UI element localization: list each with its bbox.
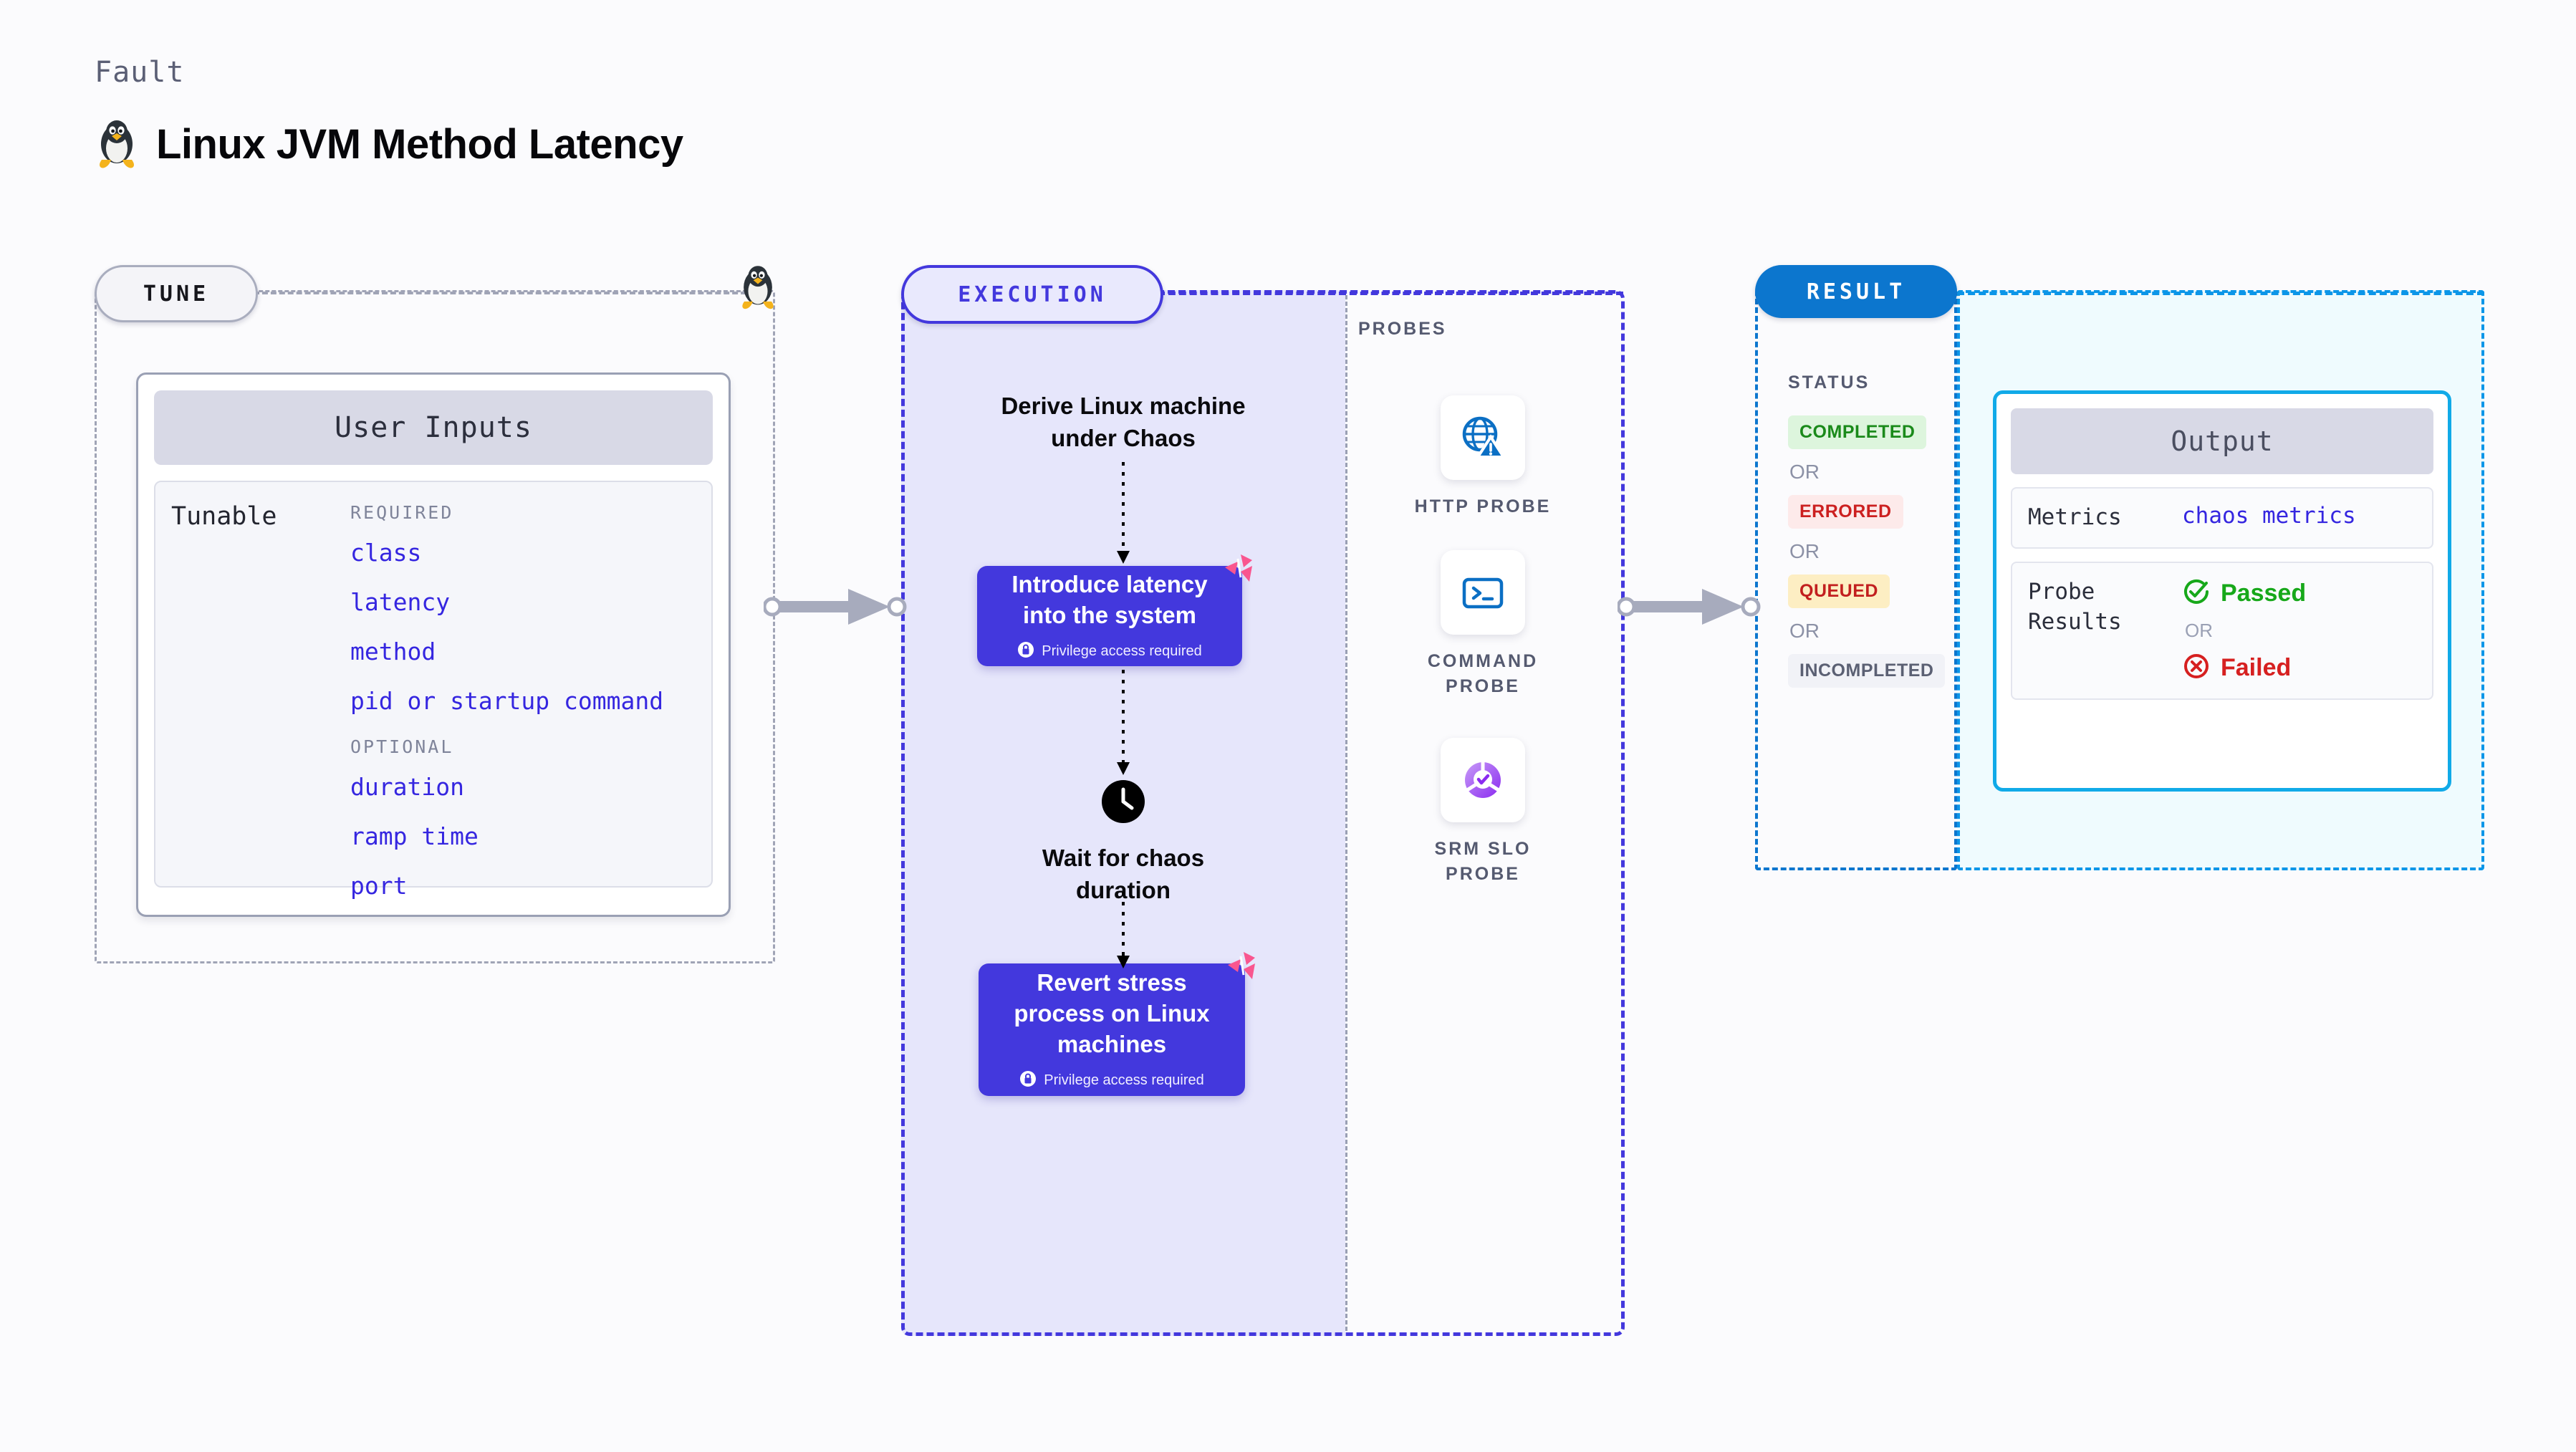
user-inputs-card: User Inputs Tunable REQUIRED class laten…	[136, 372, 731, 917]
tunable-item[interactable]: latency	[350, 588, 451, 616]
connector-execution-to-result	[1616, 582, 1761, 635]
status-badge-errored: ERRORED	[1788, 495, 1903, 529]
tunable-item[interactable]: port	[350, 872, 408, 900]
linux-tux-boundary-icon	[738, 264, 778, 314]
privilege-note: Privilege access required	[1017, 641, 1202, 663]
status-badge-completed: COMPLETED	[1788, 415, 1927, 449]
result-leader-line	[1957, 292, 2484, 295]
status-badge-incompleted: INCOMPLETED	[1788, 654, 1946, 688]
tune-leader-line	[254, 292, 755, 294]
lock-icon	[1017, 641, 1034, 663]
failed-label: Failed	[2221, 653, 2292, 681]
group-title-required: REQUIRED	[350, 502, 454, 523]
connector-tune-to-execution	[762, 582, 907, 635]
tunable-item[interactable]: pid or startup command	[350, 687, 664, 715]
linux-tux-icon	[95, 118, 139, 170]
output-row-metrics: Metrics chaos metrics	[2011, 487, 2433, 549]
user-inputs-title: User Inputs	[154, 390, 713, 465]
tunable-item[interactable]: ramp time	[350, 822, 479, 850]
tunable-groups: REQUIRED class latency method pid or sta…	[350, 502, 696, 900]
tunable-item[interactable]: method	[350, 638, 436, 665]
probe-result-passed: Passed	[2182, 577, 2306, 610]
status-badge-queued: QUEUED	[1788, 574, 1890, 608]
metrics-key: Metrics	[2028, 504, 2122, 530]
probe-results-values: Passed OR Failed	[2182, 577, 2306, 684]
or-label: OR	[1789, 620, 1820, 642]
tunable-label: Tunable	[171, 502, 277, 531]
execution-leader-line	[1158, 292, 1623, 295]
terminal-icon	[1441, 550, 1525, 635]
result-section-pill[interactable]: RESULT	[1755, 265, 1957, 318]
or-label: OR	[1789, 540, 1820, 562]
arrow-derive-to-introduce	[1109, 462, 1138, 569]
page-eyebrow: Fault	[95, 56, 185, 89]
tunable-body: Tunable REQUIRED class latency method pi…	[154, 481, 713, 900]
tune-region	[95, 290, 775, 963]
tunable-item[interactable]: class	[350, 539, 422, 567]
litmus-logo-badge-icon	[1222, 948, 1261, 990]
privilege-text: Privilege access required	[1042, 643, 1202, 660]
or-label: OR	[2185, 619, 2213, 641]
slo-donut-check-icon	[1441, 738, 1525, 822]
probe-label: HTTP PROBE	[1414, 496, 1552, 516]
arrow-wait-to-revert	[1109, 892, 1138, 974]
page-title: Linux JVM Method Latency	[156, 120, 683, 168]
metrics-value[interactable]: chaos metrics	[2182, 503, 2356, 529]
x-circle-icon	[2182, 652, 2211, 684]
status-title: STATUS	[1788, 372, 1870, 393]
globe-warning-icon	[1441, 395, 1525, 480]
clock-icon	[1099, 777, 1148, 830]
group-title-optional: OPTIONAL	[350, 736, 454, 757]
tunable-item[interactable]: duration	[350, 773, 464, 801]
output-title: Output	[2011, 408, 2433, 474]
or-label: OR	[1789, 461, 1820, 483]
privilege-note: Privilege access required	[1019, 1070, 1204, 1092]
page-title-row: Linux JVM Method Latency	[95, 118, 683, 170]
passed-label: Passed	[2221, 579, 2307, 607]
execution-section-pill[interactable]: EXECUTION	[901, 265, 1163, 324]
arrow-introduce-to-wait	[1109, 670, 1138, 781]
probes-title: PROBES	[1358, 319, 1447, 339]
probe-http[interactable]: HTTP PROBE	[1397, 395, 1569, 519]
lock-icon	[1019, 1070, 1037, 1092]
tune-section-pill[interactable]: TUNE	[95, 265, 258, 322]
litmus-logo-badge-icon	[1219, 550, 1258, 592]
probe-result-failed: Failed	[2182, 652, 2306, 684]
privilege-text: Privilege access required	[1044, 1072, 1204, 1089]
check-circle-icon	[2182, 577, 2211, 610]
status-list: COMPLETED OR ERRORED OR QUEUED OR INCOMP…	[1788, 415, 1953, 688]
probes-divider	[1345, 295, 1347, 1331]
